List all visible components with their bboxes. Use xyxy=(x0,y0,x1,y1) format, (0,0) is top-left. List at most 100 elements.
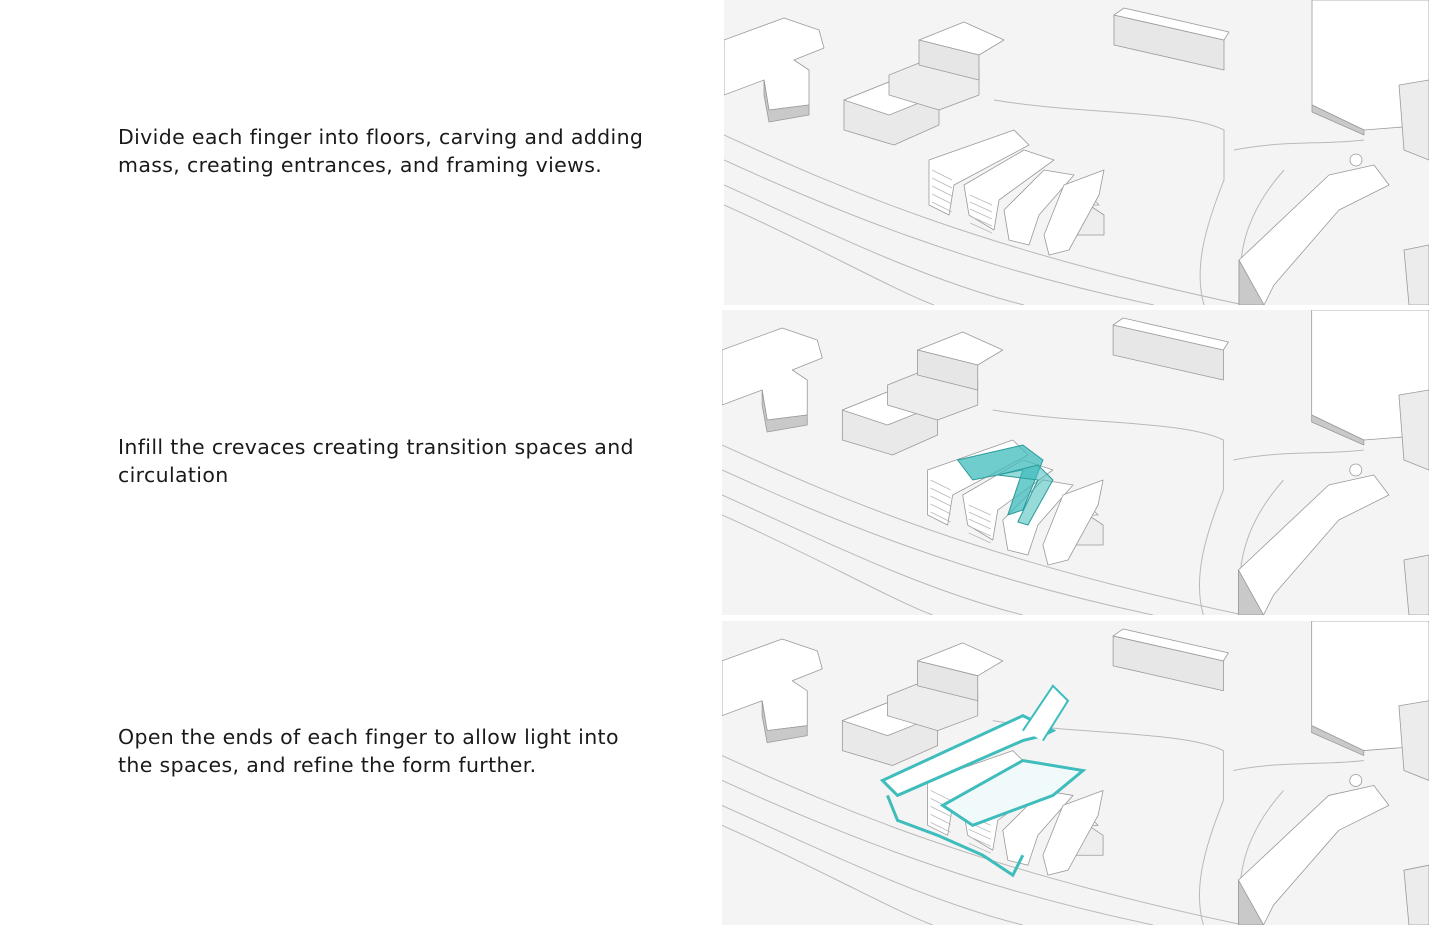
floor-line xyxy=(931,169,953,181)
proposed-fingers xyxy=(879,684,1104,878)
floor-line xyxy=(931,201,953,213)
floor-line xyxy=(931,185,953,197)
step-3-caption: Open the ends of each finger to allow li… xyxy=(118,725,619,777)
floor-line xyxy=(969,194,993,206)
floor-line xyxy=(931,177,953,189)
floor-line xyxy=(968,504,991,516)
finger-4 xyxy=(1042,479,1104,566)
massing-render-opened xyxy=(722,621,1429,925)
floor-line xyxy=(930,511,951,523)
left-l-building-shadow xyxy=(761,389,808,433)
road-curb-line xyxy=(724,134,1245,305)
floor-line xyxy=(968,842,991,854)
rail-track-line xyxy=(722,494,1023,615)
plaza-edge-line xyxy=(992,409,1224,615)
sidewalk-line xyxy=(1233,139,1365,151)
rail-track-line xyxy=(722,824,933,925)
right-curved-bar xyxy=(1238,474,1390,615)
proposed-fingers xyxy=(928,129,1105,256)
floor-line xyxy=(968,518,991,530)
apartment-block-3-front xyxy=(917,349,979,391)
sidewalk-line xyxy=(1233,760,1364,771)
tower-base-shadow xyxy=(1311,414,1365,446)
infill-circulation xyxy=(997,464,1054,526)
floor-line xyxy=(930,495,951,507)
step-2-massing-render xyxy=(722,310,1429,615)
massing-render-infill xyxy=(722,310,1429,615)
long-bar-roof xyxy=(1113,7,1230,41)
floor-line xyxy=(968,828,991,840)
long-bar-roof xyxy=(1112,317,1229,351)
edge-building xyxy=(1403,244,1429,305)
floor-line xyxy=(930,814,951,825)
plaza-edge-line xyxy=(993,99,1225,305)
floor-line xyxy=(968,525,991,537)
rotunda xyxy=(1349,463,1363,477)
finger-4 xyxy=(1043,169,1105,256)
long-bar-roof xyxy=(1112,628,1229,662)
road-curb-line xyxy=(722,444,1244,615)
floor-line xyxy=(930,479,951,491)
rail-track-line xyxy=(722,514,933,615)
ground-plane xyxy=(722,310,1429,615)
edge-building xyxy=(1403,554,1429,615)
road-curb-line xyxy=(722,755,1244,925)
tower-base-shadow xyxy=(1311,104,1365,136)
step-1-massing-render xyxy=(724,0,1429,305)
floor-line xyxy=(968,835,991,847)
rail-track-line xyxy=(724,184,1025,305)
finger-4 xyxy=(1042,790,1104,876)
step-3-massing-render xyxy=(722,621,1429,925)
plaza-edge-line xyxy=(992,720,1224,925)
floor-line xyxy=(930,487,951,499)
rail-track-line xyxy=(722,780,1154,925)
sidewalk-line xyxy=(1233,449,1364,461)
tower-base-shadow xyxy=(1311,725,1365,756)
right-curved-bar xyxy=(1238,164,1390,305)
right-curved-bar xyxy=(1238,785,1390,925)
step-1-caption: Divide each finger into floors, carving … xyxy=(118,125,644,177)
left-l-building-shadow xyxy=(763,79,810,123)
floor-line xyxy=(968,511,991,523)
edge-building xyxy=(1398,700,1429,781)
opened-finger-north xyxy=(1022,684,1070,742)
apartment-block-3-front xyxy=(917,660,979,702)
rotunda xyxy=(1349,774,1363,787)
opened-finger-ends xyxy=(939,758,1087,827)
left-l-building xyxy=(722,638,823,732)
floor-line xyxy=(969,222,993,234)
step-2-caption: Infill the crevaces creating transition … xyxy=(118,435,634,487)
finger-3 xyxy=(1003,169,1075,246)
finger-2 xyxy=(963,149,1055,231)
rail-track-line xyxy=(724,159,1155,305)
floor-line xyxy=(969,208,993,220)
ground-plane xyxy=(724,0,1429,305)
rail-track-line xyxy=(722,804,1023,925)
left-l-building xyxy=(724,17,825,111)
massing-render-floors xyxy=(724,0,1429,305)
apartment-block-3-front xyxy=(918,39,980,81)
floor-line xyxy=(930,806,951,817)
finger-1 xyxy=(928,129,1030,216)
floor-line xyxy=(968,532,991,544)
floor-line xyxy=(930,790,951,801)
rail-track-line xyxy=(722,469,1154,615)
floor-line xyxy=(969,201,993,213)
edge-building xyxy=(1403,864,1429,925)
floor-line xyxy=(969,215,993,227)
left-l-building xyxy=(722,327,823,421)
left-l-building-shadow xyxy=(761,700,808,743)
glazed-facade-edge xyxy=(886,794,1025,878)
rotunda xyxy=(1349,153,1363,167)
proposed-fingers xyxy=(927,439,1104,566)
floor-line xyxy=(930,503,951,515)
infill-crevice xyxy=(956,444,1044,516)
edge-building xyxy=(1398,79,1429,161)
floor-line xyxy=(931,193,953,205)
right-bar-shadow xyxy=(1238,259,1265,305)
floor-line xyxy=(930,821,951,833)
right-bar-shadow xyxy=(1238,569,1264,615)
right-bar-shadow xyxy=(1238,879,1264,925)
rail-track-line xyxy=(724,204,935,305)
edge-building xyxy=(1398,389,1429,471)
